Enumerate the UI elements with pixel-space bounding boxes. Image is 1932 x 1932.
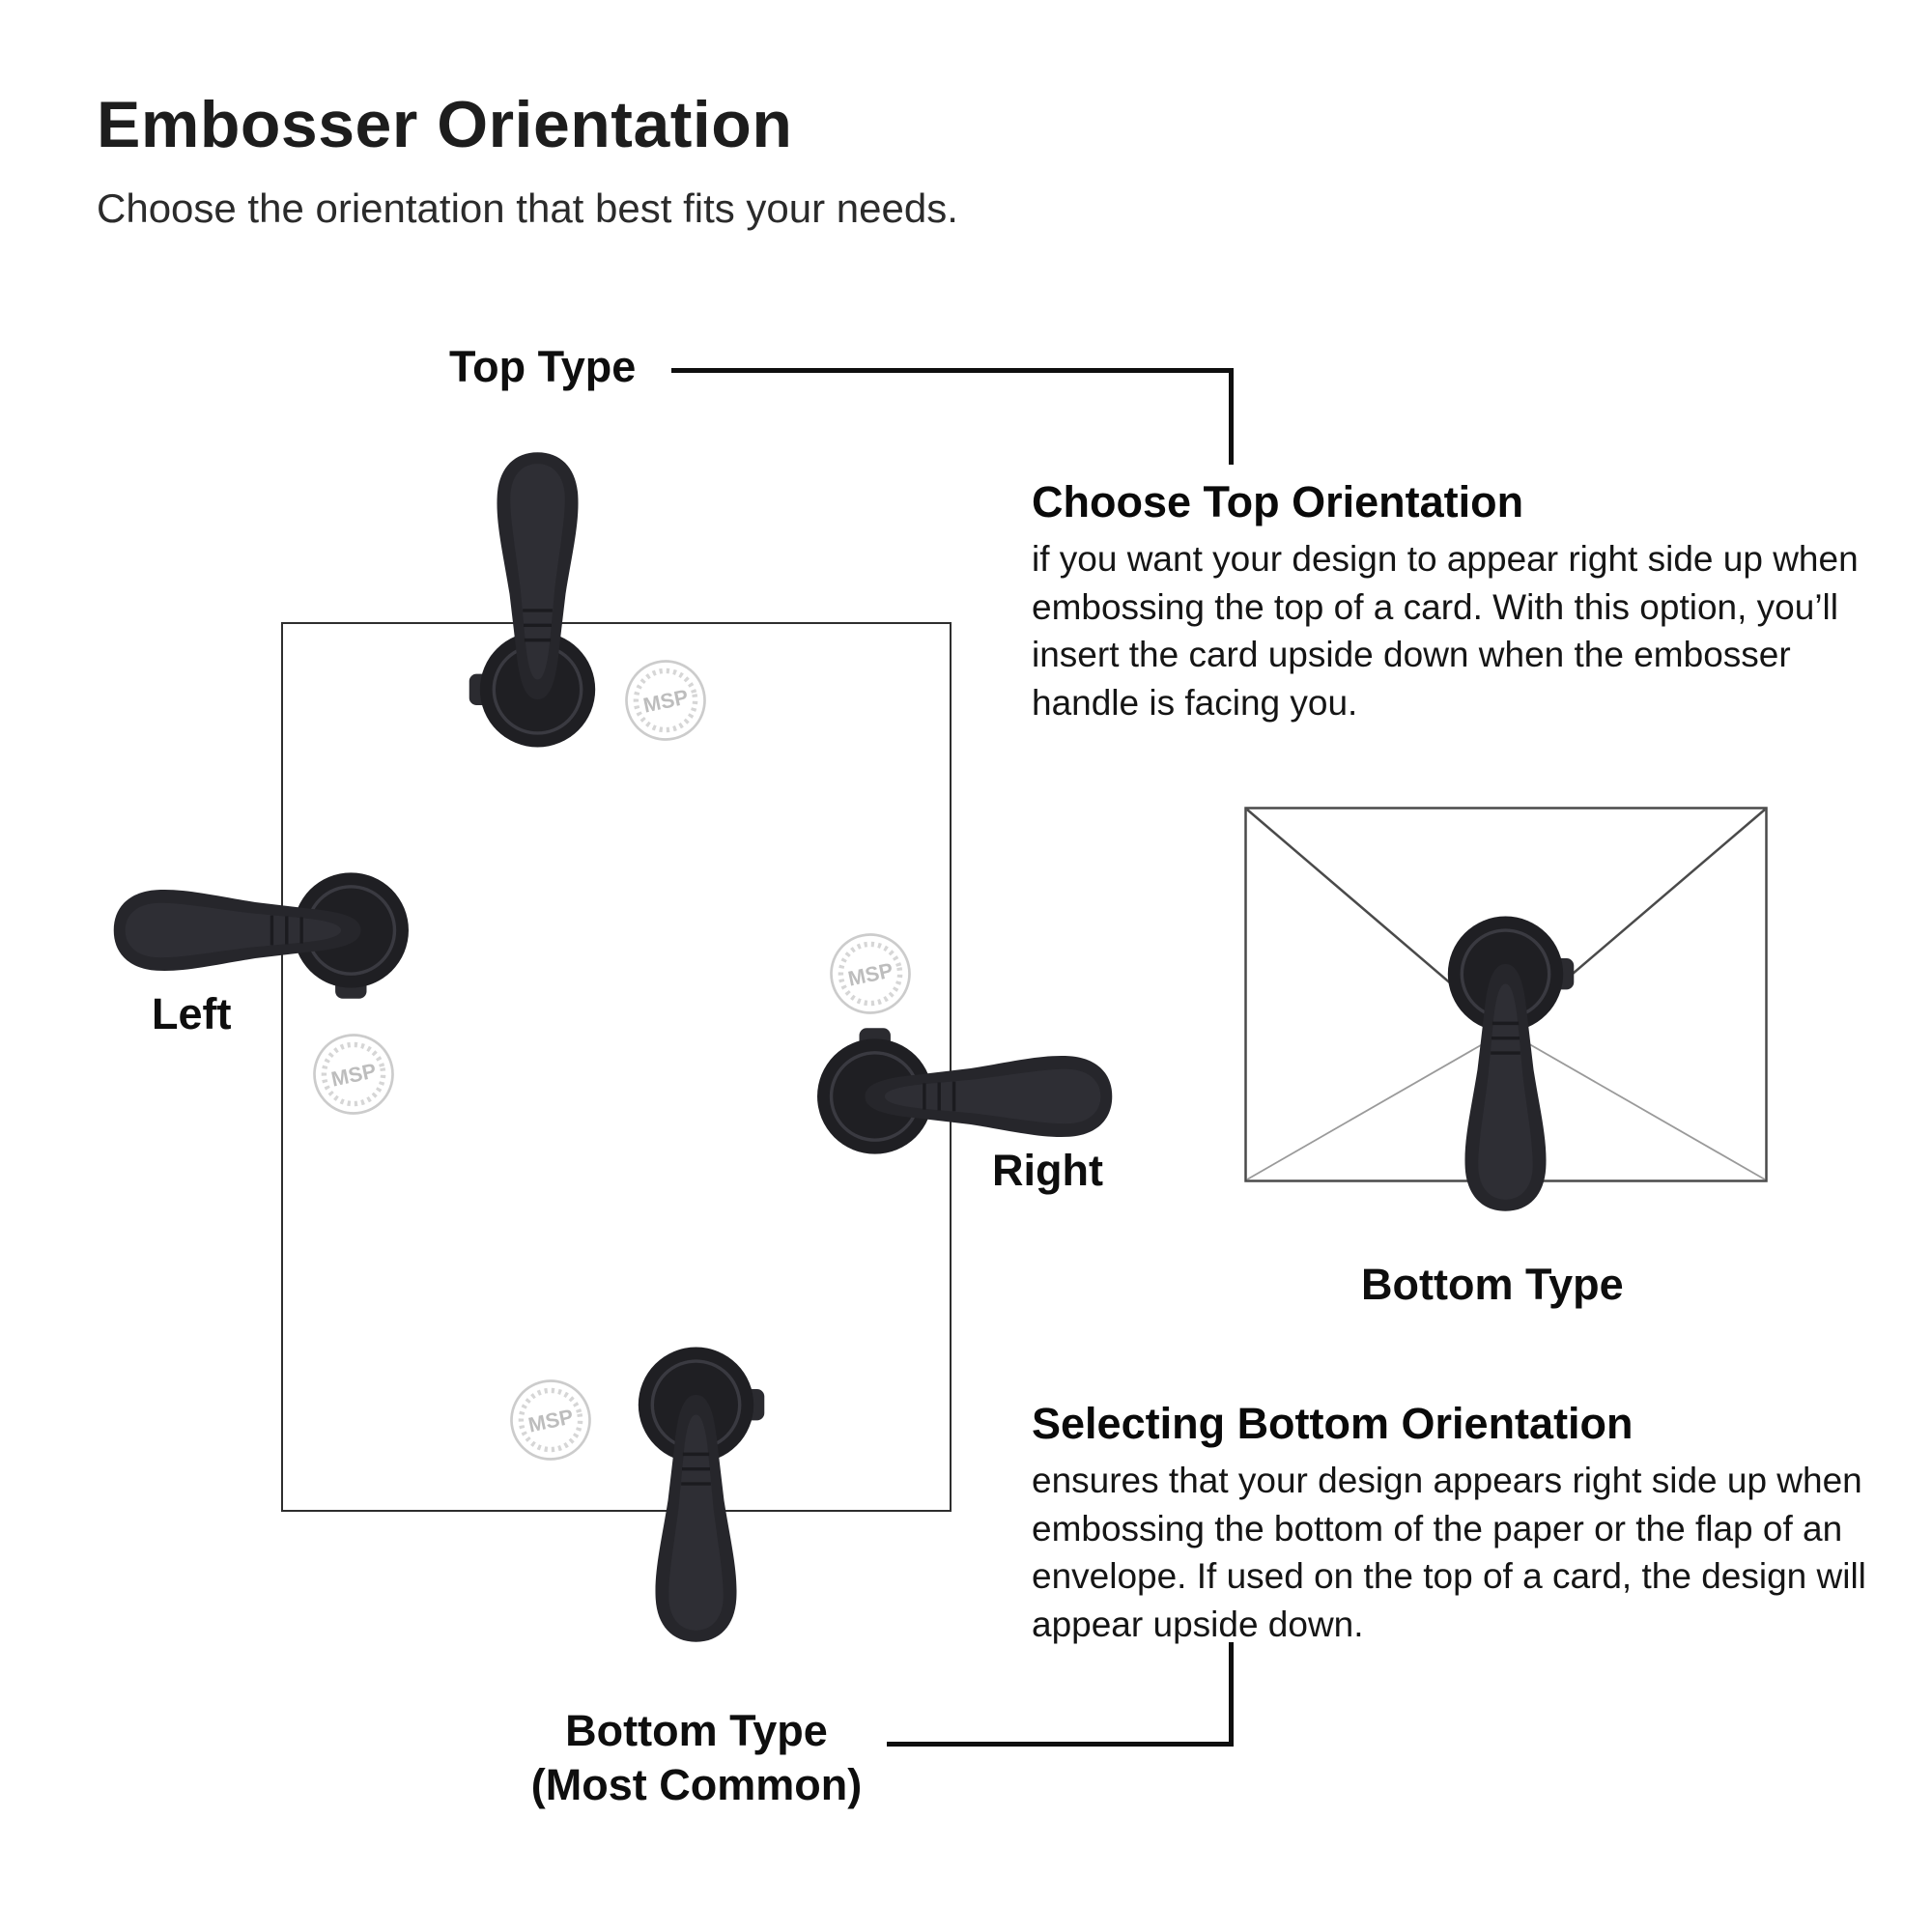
embosser-bottom [626,1339,766,1652]
label-bottom-type-line2: (Most Common) [530,1760,863,1810]
seal-outer-ring [510,1379,591,1461]
embosser-envelope [1435,908,1576,1221]
embosser-icon [469,452,596,748]
label-top-type: Top Type [449,342,637,391]
seal-wreath-ring [518,1387,583,1453]
connector-top-horizontal [671,368,1234,373]
msp-seal-right: MSP [827,930,914,1017]
embosser-icon [1447,916,1575,1211]
callout-top-orientation: Choose Top Orientation if you want your … [1032,477,1882,726]
seal-outer-ring [313,1034,394,1115]
embosser-left [104,861,417,1001]
callout-bottom-body: ensures that your design appears right s… [1032,1461,1866,1644]
envelope-fold-right [1505,1030,1766,1180]
embosser-top [468,442,608,755]
msp-seal-left: MSP [310,1031,397,1118]
embossed-seal-icon: MSP [625,660,706,741]
embosser-right [810,1027,1122,1167]
msp-seal-top: MSP [622,657,709,744]
envelope-fold-left [1246,1030,1507,1180]
page-subtitle: Choose the orientation that best fits yo… [97,185,958,231]
embosser-icon [113,872,409,999]
seal-outer-ring [625,660,706,741]
label-bottom-type: Bottom Type (Most Common) [407,1704,986,1813]
label-bottom-type-line1: Bottom Type [565,1706,828,1755]
connector-bottom-horizontal [887,1742,1234,1747]
seal-text: MSP [641,684,691,717]
connector-bottom-vertical [1229,1642,1234,1747]
callout-bottom-orientation: Selecting Bottom Orientation ensures tha… [1032,1399,1891,1648]
seal-text: MSP [846,957,895,990]
page-title: Embosser Orientation [97,88,793,161]
embossed-seal-icon: MSP [313,1034,394,1115]
callout-top-heading: Choose Top Orientation [1032,477,1524,526]
seal-text: MSP [329,1058,379,1091]
callout-top-body: if you want your design to appear right … [1032,539,1859,723]
seal-text: MSP [526,1404,576,1436]
seal-wreath-ring [321,1041,386,1107]
msp-seal-bottom: MSP [507,1377,594,1463]
embosser-icon [817,1028,1113,1154]
embosser-icon [638,1347,765,1642]
label-envelope-bottom-type: Bottom Type [1361,1260,1624,1309]
label-left: Left [152,989,232,1038]
seal-outer-ring [830,933,911,1014]
embossed-seal-icon: MSP [510,1379,591,1461]
embossed-seal-icon: MSP [830,933,911,1014]
connector-top-vertical [1229,368,1234,465]
callout-bottom-heading: Selecting Bottom Orientation [1032,1399,1634,1448]
label-right: Right [992,1146,1103,1195]
